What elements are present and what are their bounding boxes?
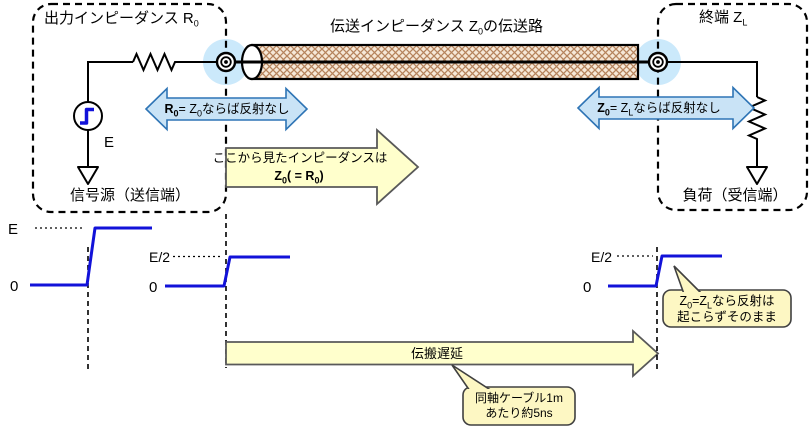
load-caption: 負荷（受信端）: [682, 187, 787, 204]
level-label-near: E/2: [149, 249, 170, 265]
ground-arrow-source-icon: [77, 166, 99, 185]
match-arrow-left-label: R0= Z0ならば反射なし: [165, 101, 290, 119]
source-box-outline: [31, 2, 228, 214]
waveform-near-end: E/2 0: [149, 249, 290, 296]
coax-delay-callout-seam: [467, 389, 495, 393]
cable-title: 伝送インピーダンス Z0の伝送路: [330, 18, 543, 37]
step-trace-far: [608, 254, 722, 288]
load-box-title: 終端 ZL: [699, 9, 747, 28]
no-reflection-callout-box: [662, 289, 792, 328]
waveform-source: E 0: [8, 221, 152, 295]
coax-delay-callout-box: [462, 386, 576, 426]
zero-label-source: 0: [10, 278, 18, 295]
source-wire: [87, 61, 133, 103]
step-source-icon: [80, 107, 94, 125]
match-arrow-left: [144, 86, 309, 132]
coax-delay-line1: 同軸ケーブル1m: [475, 390, 563, 405]
level-label-source: E: [8, 221, 18, 238]
load-resistor: [746, 96, 768, 167]
no-reflection-line1: Z0=ZLなら反射は: [679, 293, 774, 311]
no-reflection-callout: Z0=ZLなら反射は 起こらずそのまま: [662, 265, 792, 328]
coax-connector-left-icon: [215, 51, 237, 73]
coax-delay-callout: 同軸ケーブル1m あたり約5ns: [451, 364, 576, 426]
match-arrow-right: [576, 85, 756, 131]
no-reflection-line2: 起こらずそのまま: [677, 310, 777, 324]
source-caption: 信号源（送信端）: [70, 187, 190, 204]
delay-arrow-label: 伝搬遅延: [411, 346, 463, 361]
coax-delay-line2: あたり約5ns: [485, 405, 552, 420]
match-arrow-right-label: Z0= ZLならば反射なし: [597, 100, 721, 118]
source-resistor: [132, 51, 226, 73]
no-reflection-callout-seam: [680, 292, 706, 296]
step-trace-source: [30, 226, 152, 287]
load-circuit: 負荷（受信端）: [658, 61, 788, 204]
ground-arrow-load-icon: [746, 166, 768, 185]
source-circuit: E 信号源（送信端）: [70, 51, 226, 204]
coax-connector-right-icon: [647, 51, 669, 73]
emf-label: E: [104, 134, 114, 151]
level-label-far: E/2: [591, 249, 612, 265]
waveform-far-end: E/2 0: [583, 249, 722, 296]
impedance-arrow-line2: Z0( = R0): [274, 169, 323, 186]
transmission-line-cable: [226, 43, 658, 81]
impedance-view-arrow: [225, 127, 420, 207]
delay-arrow: [225, 328, 660, 379]
zero-label-far: 0: [583, 279, 591, 296]
step-trace-near: [165, 255, 290, 288]
coax-delay-callout-tail: [451, 364, 493, 392]
source-box-title: 出力インピーダンス R0: [44, 10, 199, 29]
no-reflection-callout-tail: [673, 265, 703, 295]
zero-label-near: 0: [149, 279, 157, 296]
impedance-arrow-line1: ここから見たインピーダンスは: [213, 150, 388, 165]
load-wire: [658, 61, 758, 97]
